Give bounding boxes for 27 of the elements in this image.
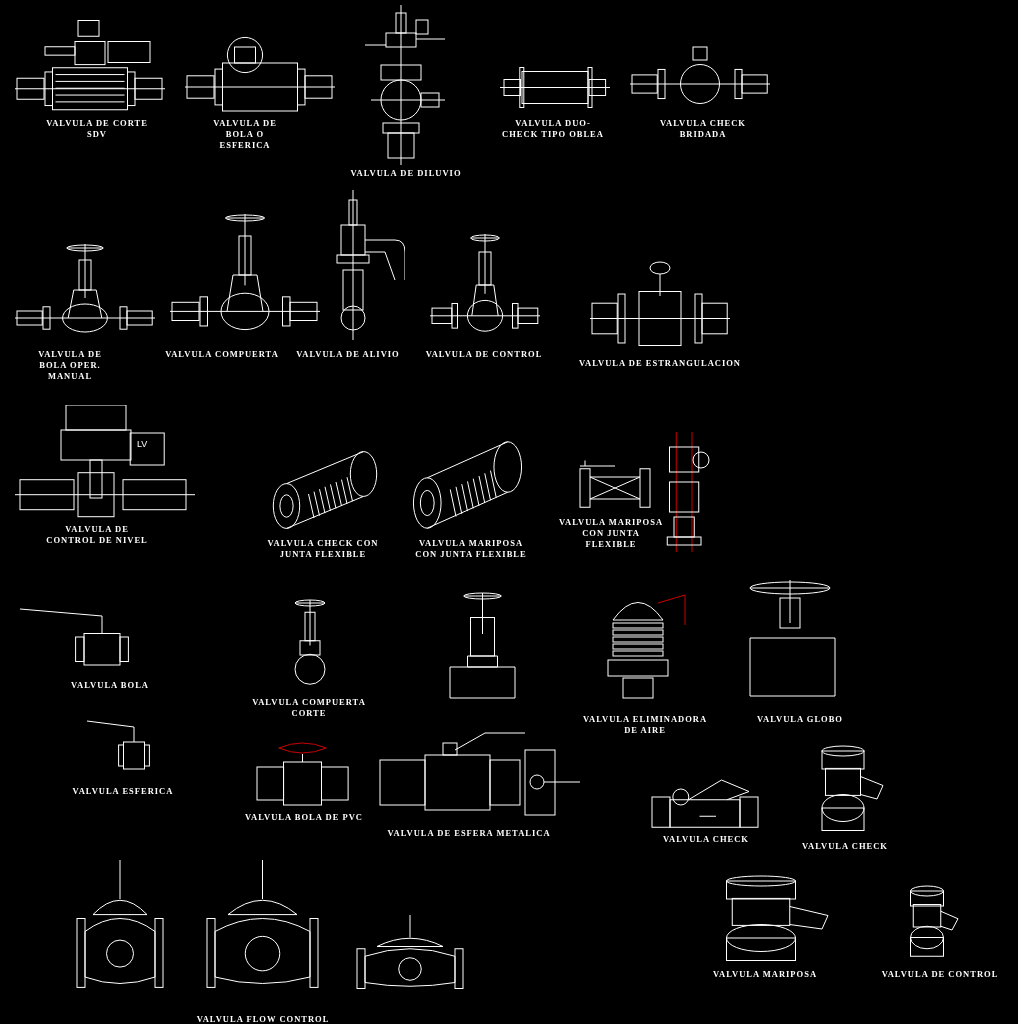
valve-caption: VALVULA BOLA DE PVC [244,812,364,823]
valve-caption: VALVULA COMPUERTA CORTE [251,697,367,719]
valve-caption: VALVULA DE ESFERA METALICA [386,828,552,839]
valve-caption: VALVULA DE CONTROL DE NIVEL [45,524,149,546]
valve-caption: VALVULA BOLA [70,680,150,691]
valve-caption: VALVULA COMPUERTA [164,349,280,360]
valve-caption: VALVULA GLOBO [756,714,844,725]
valve-caption: VALVULA DE CONTROL [424,349,544,360]
valve-caption: VALVULA DUO-CHECK TIPO OBLEA [501,118,605,140]
valve-caption: VALVULA CHECK [801,841,889,852]
valve-caption: VALVULA DE BOLA O ESFERICA [212,118,278,151]
valve-caption: VALVULA ELIMINADORA DE AIRE [581,714,709,736]
valve-caption: VALVULA CHECK CON JUNTA FLEXIBLE [266,538,380,560]
actuator-tag: LV [137,439,148,449]
valve-caption: VALVULA ESFERICA [71,786,175,797]
valve-caption: VALVULA MARIPOSA CON JUNTA FLEXIBLE [414,538,528,560]
valve-caption: VALVULA FLOW CONTROL [195,1014,331,1024]
valve-caption: VALVULA CHECK [662,834,750,845]
valve-caption: VALVULA MARIPOSA CON JUNTA FLEXIBLE [557,517,665,550]
valve-caption: VALVULA CHECK BRIDADA [659,118,747,140]
valve-caption: VALVULA MARIPOSA [711,969,819,980]
valve-caption: VALVULA DE ALIVIO [295,349,401,360]
valve-caption: VALVULA DE DILUVIO [349,168,463,179]
valve-caption: VALVULA DE CONTROL [880,969,1000,980]
valve-caption: VALVULA DE CORTE SDV [45,118,149,140]
valve-caption: VALVULA DE ESTRANGULACION [578,358,742,369]
valve-caption: VALVULA DE BOLA OPER. MANUAL [37,349,103,382]
